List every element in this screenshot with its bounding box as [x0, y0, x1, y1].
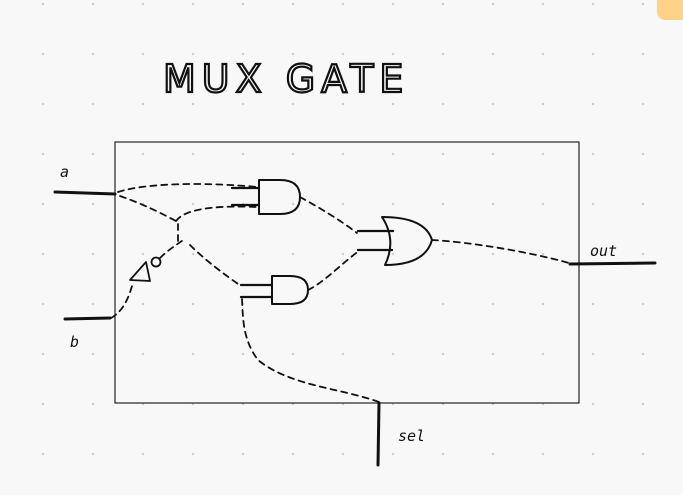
sel-line — [376, 401, 381, 467]
wire-and-top-to-or — [299, 196, 358, 234]
wire-and-bottom-to-or — [307, 249, 361, 291]
wire-sel-to-and-bottom — [241, 298, 380, 403]
wire-sel-to-and-top — [175, 205, 258, 222]
wire-a-to-and-bottom — [189, 244, 242, 287]
wire-or-to-out — [431, 239, 570, 264]
and-gate-bottom-inputs — [239, 283, 274, 299]
output-line — [568, 261, 657, 266]
corner-menu-button[interactable] — [657, 0, 683, 20]
sel-label: sel — [398, 427, 425, 445]
or-gate — [381, 216, 433, 266]
wire-a-to-and-top — [117, 183, 258, 193]
input-b-line — [63, 316, 112, 321]
and-gate-top — [258, 179, 301, 215]
wire-b-to-not — [110, 285, 133, 319]
or-gate-inputs — [356, 229, 395, 252]
and-gate-bottom — [271, 275, 309, 305]
wire-not-output — [159, 237, 187, 259]
input-a-label: a — [60, 163, 69, 181]
not-gate-bubble — [150, 256, 162, 268]
wire-a-branch — [119, 195, 177, 222]
input-b-label: b — [70, 333, 79, 351]
and-gate-top-inputs — [230, 186, 261, 207]
not-gate — [129, 261, 151, 282]
output-label: out — [590, 242, 617, 260]
input-a-line — [53, 190, 117, 196]
mux-box — [114, 141, 580, 404]
diagram-title: MUX GATE — [163, 57, 409, 101]
